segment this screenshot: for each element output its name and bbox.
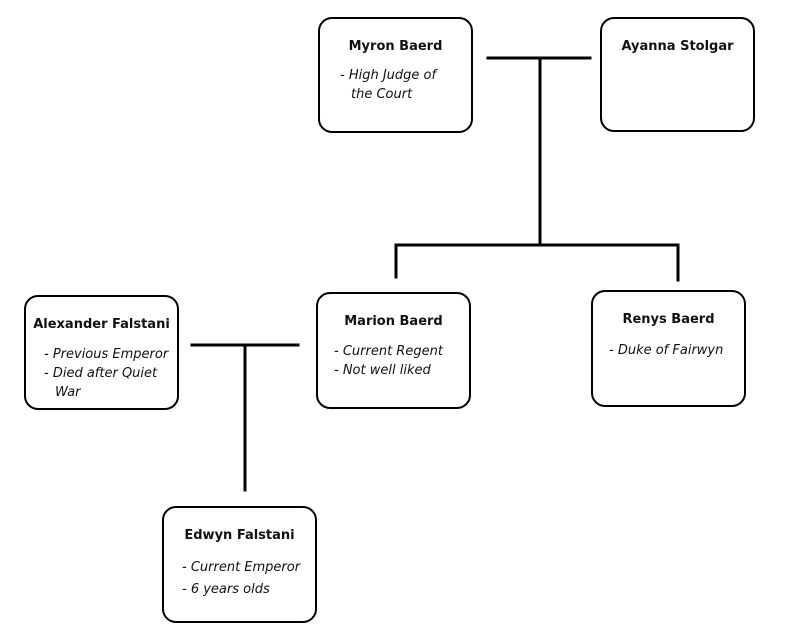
person-name: Ayanna Stolgar [621,39,734,54]
person-box-marion: Marion Baerd - Current Regent - Not well… [316,292,471,409]
person-note: - Not well liked [334,363,431,378]
person-note: - 6 years olds [182,582,270,597]
person-note: - Current Regent [334,344,443,359]
person-notes: - Current Regent - Not well liked [334,342,464,380]
person-note: - Previous Emperor [44,347,169,362]
person-name: Marion Baerd [344,314,443,329]
person-name: Alexander Falstani [33,317,170,332]
person-box-edwyn: Edwyn Falstani - Current Emperor - 6 yea… [162,506,317,623]
person-box-ayanna: Ayanna Stolgar [600,17,755,132]
person-box-myron: Myron Baerd - High Judge of the Court [318,17,473,133]
person-notes: - Previous Emperor - Died after Quiet Wa… [44,345,172,402]
person-box-alexander: Alexander Falstani - Previous Emperor - … [24,295,179,410]
person-note: - Died after Quiet War [44,366,158,400]
person-name: Edwyn Falstani [184,528,295,543]
person-name: Renys Baerd [622,312,715,327]
person-box-renys: Renys Baerd - Duke of Fairwyn [591,290,746,407]
person-note: - High Judge of the Court [340,68,437,102]
person-note: - Duke of Fairwyn [609,343,724,358]
person-notes: - Duke of Fairwyn [609,341,739,360]
person-name: Myron Baerd [348,39,443,54]
person-notes: - Current Emperor - 6 years olds [182,557,312,601]
person-note: - Current Emperor [182,560,301,575]
person-notes: - High Judge of the Court [340,66,452,104]
